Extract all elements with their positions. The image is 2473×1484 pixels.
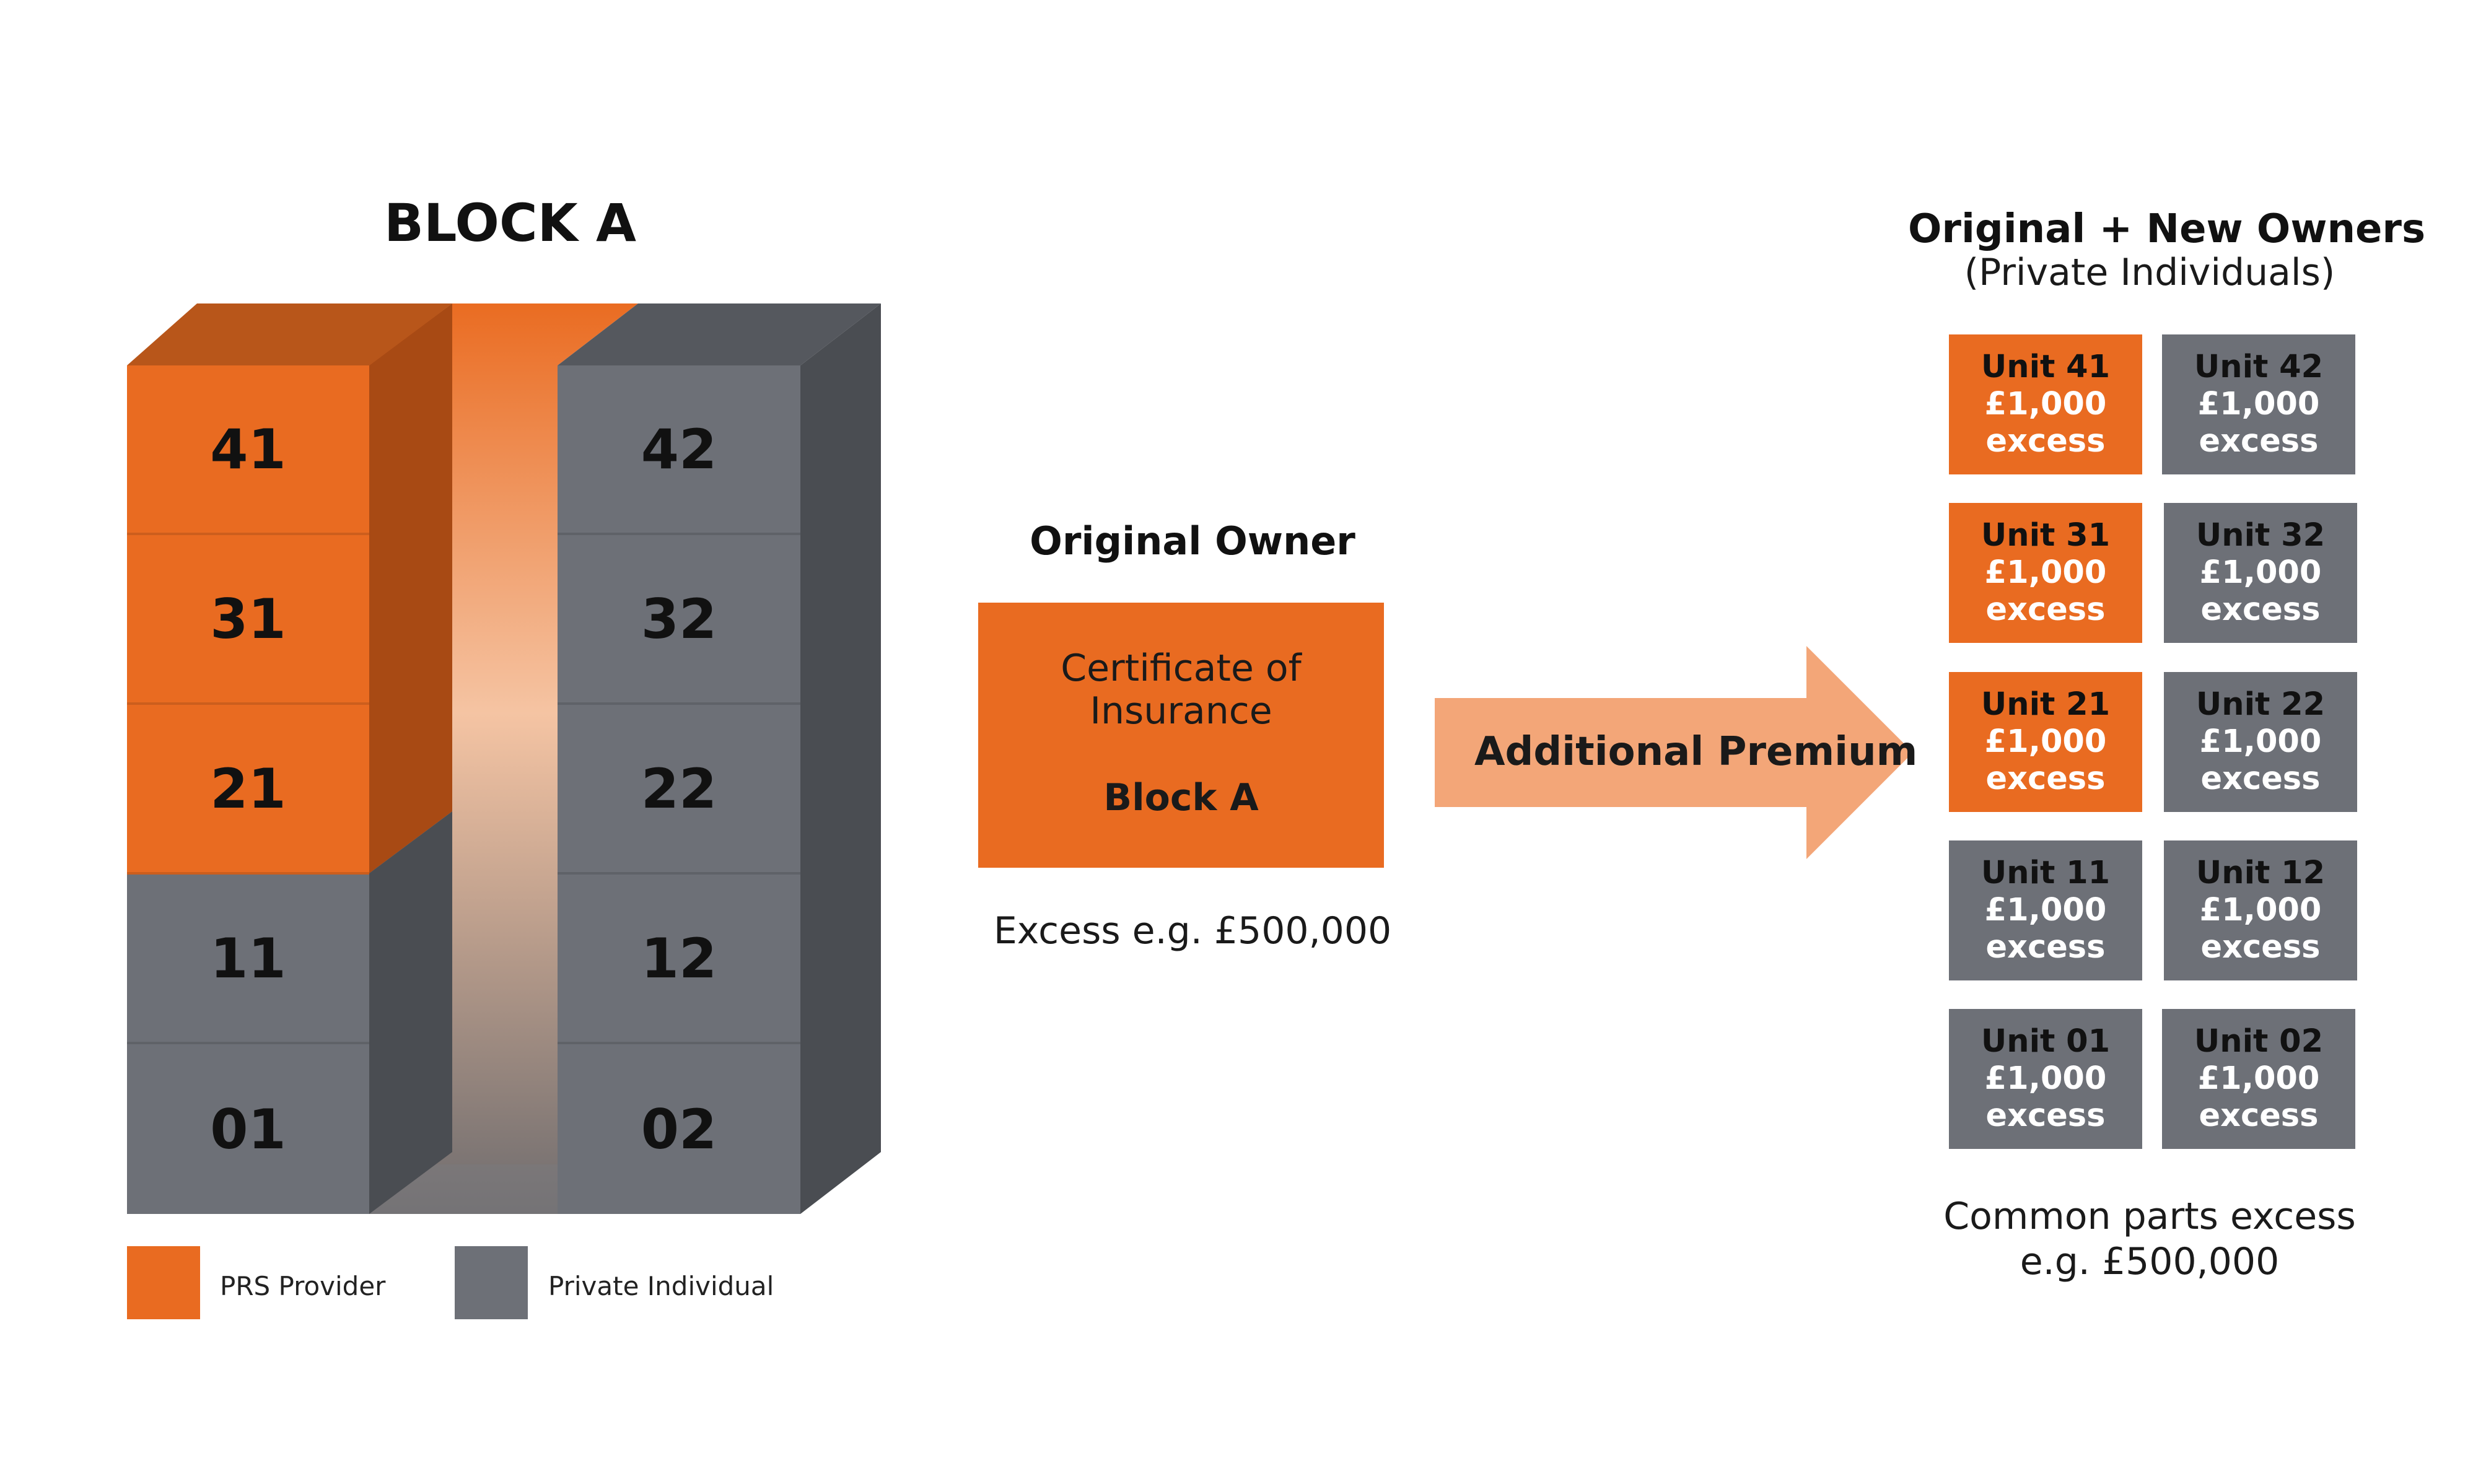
right-column-side <box>800 303 881 1214</box>
certificate-block: Block A <box>1103 776 1259 819</box>
legend-label-prs: PRS Provider <box>220 1271 386 1301</box>
unit-card-name: Unit 11 <box>1981 854 2111 891</box>
unit-cell-12: 12 <box>558 875 800 1044</box>
unit-card-amount: £1,000 <box>2199 554 2322 591</box>
unit-card-amount: £1,000 <box>1984 385 2107 422</box>
unit-card-name: Unit 42 <box>2194 348 2324 385</box>
new-owners-subtitle: (Private Individuals) <box>1964 251 2335 294</box>
unit-card-amount: £1,000 <box>2199 891 2322 928</box>
additional-premium-arrow <box>1435 646 1913 859</box>
left-column-top <box>127 303 452 365</box>
unit-cell-02: 02 <box>558 1044 800 1214</box>
certificate-title: Certificate of Insurance <box>1061 647 1302 733</box>
unit-card-amount: £1,000 <box>2199 723 2322 760</box>
unit-card-amount: £1,000 <box>2197 1060 2320 1097</box>
unit-card-amount: £1,000 <box>1984 891 2107 928</box>
unit-card-excess: excess <box>2200 761 2321 798</box>
unit-card-amount: £1,000 <box>2197 385 2320 422</box>
unit-card-excess: excess <box>1985 929 2106 966</box>
unit-card-excess: excess <box>2200 591 2321 629</box>
unit-card-12: Unit 12 £1,000 excess <box>2164 840 2357 980</box>
unit-card-name: Unit 32 <box>2195 517 2326 554</box>
legend-swatch-private <box>455 1246 528 1319</box>
unit-cell-32: 32 <box>558 535 800 705</box>
arrow-label: Additional Premium <box>1474 729 1918 775</box>
unit-card-excess: excess <box>1985 1098 2106 1135</box>
unit-card-name: Unit 22 <box>2195 686 2326 723</box>
right-column-top <box>558 303 881 365</box>
unit-card-21: Unit 21 £1,000 excess <box>1949 672 2142 812</box>
unit-card-amount: £1,000 <box>1984 554 2107 591</box>
unit-card-excess: excess <box>1985 423 2106 460</box>
unit-card-excess: excess <box>2199 423 2319 460</box>
unit-cell-41: 41 <box>127 365 369 535</box>
common-parts-excess: Common parts excess e.g. £500,000 <box>1943 1195 2356 1284</box>
unit-card-name: Unit 21 <box>1981 686 2111 723</box>
unit-card-32: Unit 32 £1,000 excess <box>2164 503 2357 643</box>
unit-card-excess: excess <box>1985 761 2106 798</box>
unit-cell-22: 22 <box>558 705 800 875</box>
unit-card-02: Unit 02 £1,000 excess <box>2162 1009 2355 1149</box>
left-column-side-grey <box>369 811 452 1214</box>
new-owners-title: Original + New Owners <box>1908 206 2426 252</box>
unit-cell-31: 31 <box>127 535 369 705</box>
unit-card-22: Unit 22 £1,000 excess <box>2164 672 2357 812</box>
arrow-shape <box>1435 646 1913 859</box>
original-owner-label: Original Owner <box>1030 518 1355 564</box>
unit-card-41: Unit 41 £1,000 excess <box>1949 334 2142 474</box>
unit-card-name: Unit 01 <box>1981 1023 2111 1060</box>
legend-label-private: Private Individual <box>548 1271 774 1301</box>
unit-card-42: Unit 42 £1,000 excess <box>2162 334 2355 474</box>
building-3d-shading <box>127 303 881 1214</box>
unit-cell-01: 01 <box>127 1044 369 1214</box>
unit-card-amount: £1,000 <box>1984 723 2107 760</box>
unit-card-11: Unit 11 £1,000 excess <box>1949 840 2142 980</box>
unit-card-excess: excess <box>2199 1098 2319 1135</box>
original-owner-excess: Excess e.g. £500,000 <box>993 909 1392 953</box>
left-column-side-orange <box>369 303 452 873</box>
block-title: BLOCK A <box>384 193 636 253</box>
unit-cell-42: 42 <box>558 365 800 535</box>
unit-card-excess: excess <box>1985 591 2106 629</box>
legend-swatch-prs <box>127 1246 200 1319</box>
unit-cell-11: 11 <box>127 875 369 1044</box>
unit-cell-21: 21 <box>127 705 369 875</box>
unit-card-name: Unit 02 <box>2194 1023 2324 1060</box>
unit-card-name: Unit 41 <box>1981 348 2111 385</box>
unit-card-name: Unit 31 <box>1981 517 2111 554</box>
unit-card-name: Unit 12 <box>2195 854 2326 891</box>
unit-card-31: Unit 31 £1,000 excess <box>1949 503 2142 643</box>
unit-card-01: Unit 01 £1,000 excess <box>1949 1009 2142 1149</box>
unit-card-excess: excess <box>2200 929 2321 966</box>
certificate-box: Certificate of Insurance Block A <box>978 603 1384 868</box>
unit-card-amount: £1,000 <box>1984 1060 2107 1097</box>
